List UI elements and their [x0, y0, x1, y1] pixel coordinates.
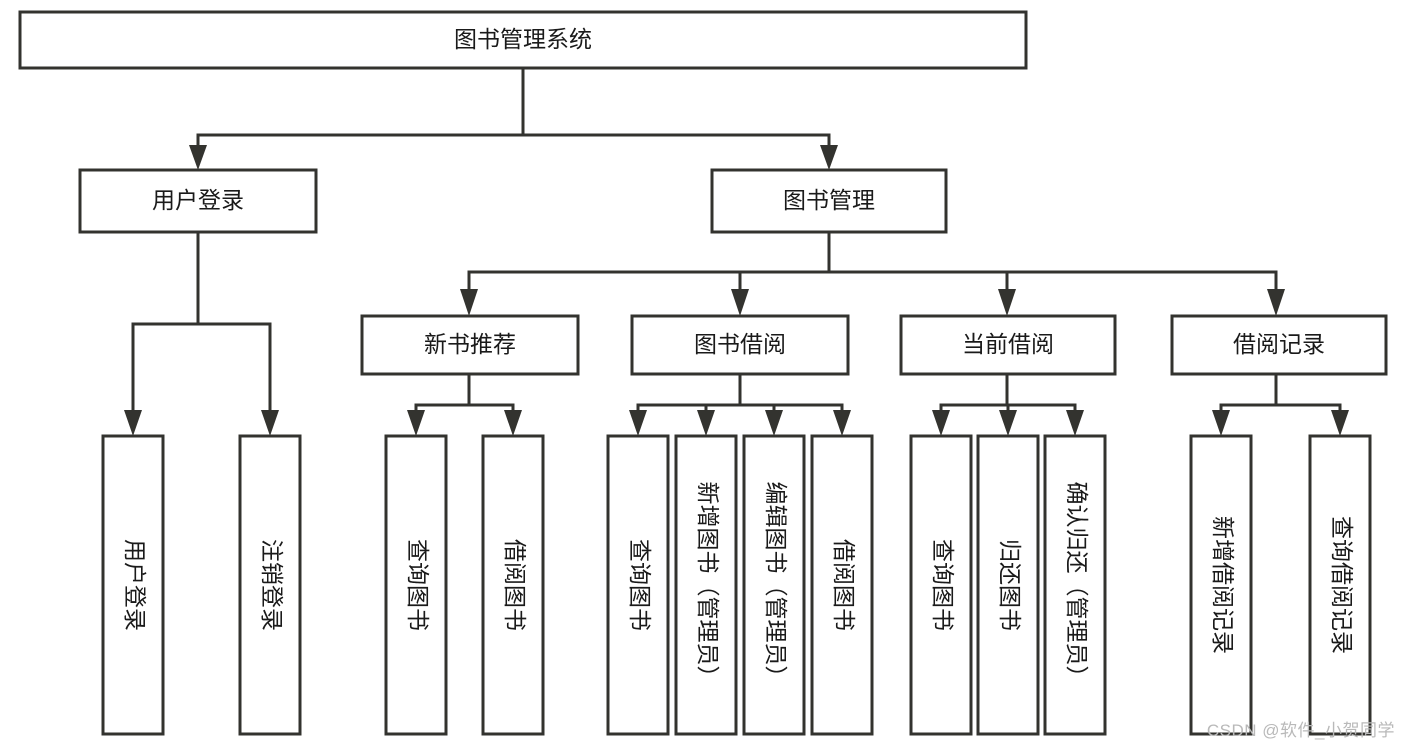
arrowhead-l3-3 — [1267, 289, 1285, 316]
leaf-borrow-records-0-box[interactable] — [1189, 434, 1253, 736]
node-book-borrow-box[interactable] — [630, 314, 850, 376]
node-current-borrow-label: 当前借阅 — [962, 331, 1054, 357]
leaf-book-borrow-2-label: 编辑图书（管理员） — [763, 482, 789, 689]
leaf-user-login-0-label: 用户登录 — [122, 539, 148, 631]
node-root[interactable]: 图书管理系统 — [18, 10, 1028, 70]
leaf-borrow-records-0-label: 新增借阅记录 — [1210, 516, 1236, 654]
leaf-book-borrow-0[interactable]: 查询图书 — [606, 434, 670, 736]
arrowhead-leaf-book-borrow-1 — [697, 410, 715, 436]
leaf-current-borrow-0[interactable]: 查询图书 — [909, 434, 973, 736]
leaf-book-borrow-2[interactable]: 编辑图书（管理员） — [742, 434, 806, 736]
leaf-new-book-recommend-0[interactable]: 查询图书 — [384, 434, 448, 736]
leaf-current-borrow-2-box[interactable] — [1043, 434, 1107, 736]
arrowhead-leaf-user-login-0 — [124, 410, 142, 436]
leaf-current-borrow-1[interactable]: 归还图书 — [976, 434, 1040, 736]
arrowhead-leaf-borrow-records-0 — [1212, 410, 1230, 436]
arrowhead-leaf-book-borrow-2 — [765, 410, 783, 436]
arrowhead-l3-1 — [731, 289, 749, 316]
leaf-user-login-0-box[interactable] — [101, 434, 165, 736]
leaf-borrow-records-1-box[interactable] — [1308, 434, 1372, 736]
node-book-management-label: 图书管理 — [783, 187, 875, 213]
node-book-management-box[interactable] — [710, 168, 948, 234]
leaf-borrow-records-1[interactable]: 查询借阅记录 — [1308, 434, 1372, 736]
leaf-book-borrow-2-box[interactable] — [742, 434, 806, 736]
node-book-management[interactable]: 图书管理 — [710, 168, 948, 234]
leaf-book-borrow-3-box[interactable] — [810, 434, 874, 736]
leaf-current-borrow-0-box[interactable] — [909, 434, 973, 736]
leaf-user-login-0[interactable]: 用户登录 — [101, 434, 165, 736]
leaf-current-borrow-2-label: 确认归还（管理员） — [1064, 482, 1090, 689]
node-user-login[interactable]: 用户登录 — [78, 168, 318, 234]
node-current-borrow[interactable]: 当前借阅 — [899, 314, 1117, 376]
leaf-user-login-1-label: 注销登录 — [259, 539, 285, 631]
leaf-book-borrow-1-box[interactable] — [674, 434, 738, 736]
leaf-borrow-records-1-label: 查询借阅记录 — [1329, 516, 1355, 654]
leaf-book-borrow-0-label: 查询图书 — [627, 539, 653, 631]
leaf-user-login-1[interactable]: 注销登录 — [238, 434, 302, 736]
csdn-watermark: CSDN @软件_小贺同学 — [1206, 721, 1395, 740]
node-new-book-recommend[interactable]: 新书推荐 — [360, 314, 580, 376]
leaf-book-borrow-1[interactable]: 新增图书（管理员） — [674, 434, 738, 736]
arrowhead-leaf-new-book-0 — [407, 410, 425, 436]
node-new-book-recommend-label: 新书推荐 — [424, 331, 516, 357]
leaf-current-borrow-2[interactable]: 确认归还（管理员） — [1043, 434, 1107, 736]
node-borrow-records[interactable]: 借阅记录 — [1170, 314, 1388, 376]
arrowhead-l3-0 — [460, 289, 478, 316]
leaf-current-borrow-1-box[interactable] — [976, 434, 1040, 736]
node-borrow-records-box[interactable] — [1170, 314, 1388, 376]
node-root-label: 图书管理系统 — [454, 26, 592, 52]
arrowhead-leaf-book-borrow-3 — [833, 410, 851, 436]
leaf-new-book-recommend-1-label: 借阅图书 — [502, 539, 528, 631]
arrowhead-leaf-current-borrow-2 — [1066, 410, 1084, 436]
leaf-book-borrow-1-label: 新增图书（管理员） — [695, 482, 721, 689]
node-new-book-recommend-box[interactable] — [360, 314, 580, 376]
leaf-book-borrow-0-box[interactable] — [606, 434, 670, 736]
leaf-book-borrow-3[interactable]: 借阅图书 — [810, 434, 874, 736]
connector-layer — [124, 66, 1349, 436]
node-root-box[interactable] — [18, 10, 1028, 70]
arrowhead-leaf-borrow-records-1 — [1331, 410, 1349, 436]
node-current-borrow-box[interactable] — [899, 314, 1117, 376]
node-borrow-records-label: 借阅记录 — [1233, 331, 1325, 357]
node-book-borrow-label: 图书借阅 — [694, 331, 786, 357]
node-book-borrow[interactable]: 图书借阅 — [630, 314, 850, 376]
leaf-new-book-recommend-1-box[interactable] — [481, 434, 545, 736]
leaf-new-book-recommend-1[interactable]: 借阅图书 — [481, 434, 545, 736]
arrowhead-leaf-current-borrow-0 — [932, 410, 950, 436]
arrowhead-leaf-book-borrow-0 — [629, 410, 647, 436]
leaf-new-book-recommend-0-label: 查询图书 — [405, 539, 431, 631]
leaf-current-borrow-0-label: 查询图书 — [930, 539, 956, 631]
arrowhead-leaf-current-borrow-1 — [999, 410, 1017, 436]
node-user-login-label: 用户登录 — [152, 187, 244, 213]
leaf-book-borrow-3-label: 借阅图书 — [831, 539, 857, 631]
leaf-current-borrow-1-label: 归还图书 — [997, 539, 1023, 631]
arrowhead-user-login — [189, 145, 207, 170]
arrowhead-book-mgmt — [820, 145, 838, 170]
leaf-user-login-1-box[interactable] — [238, 434, 302, 736]
leaf-borrow-records-0[interactable]: 新增借阅记录 — [1189, 434, 1253, 736]
leaf-new-book-recommend-0-box[interactable] — [384, 434, 448, 736]
arrowhead-leaf-user-login-1 — [261, 410, 279, 436]
node-user-login-box[interactable] — [78, 168, 318, 234]
arrowhead-l3-2 — [998, 289, 1016, 316]
arrowhead-leaf-new-book-1 — [504, 410, 522, 436]
